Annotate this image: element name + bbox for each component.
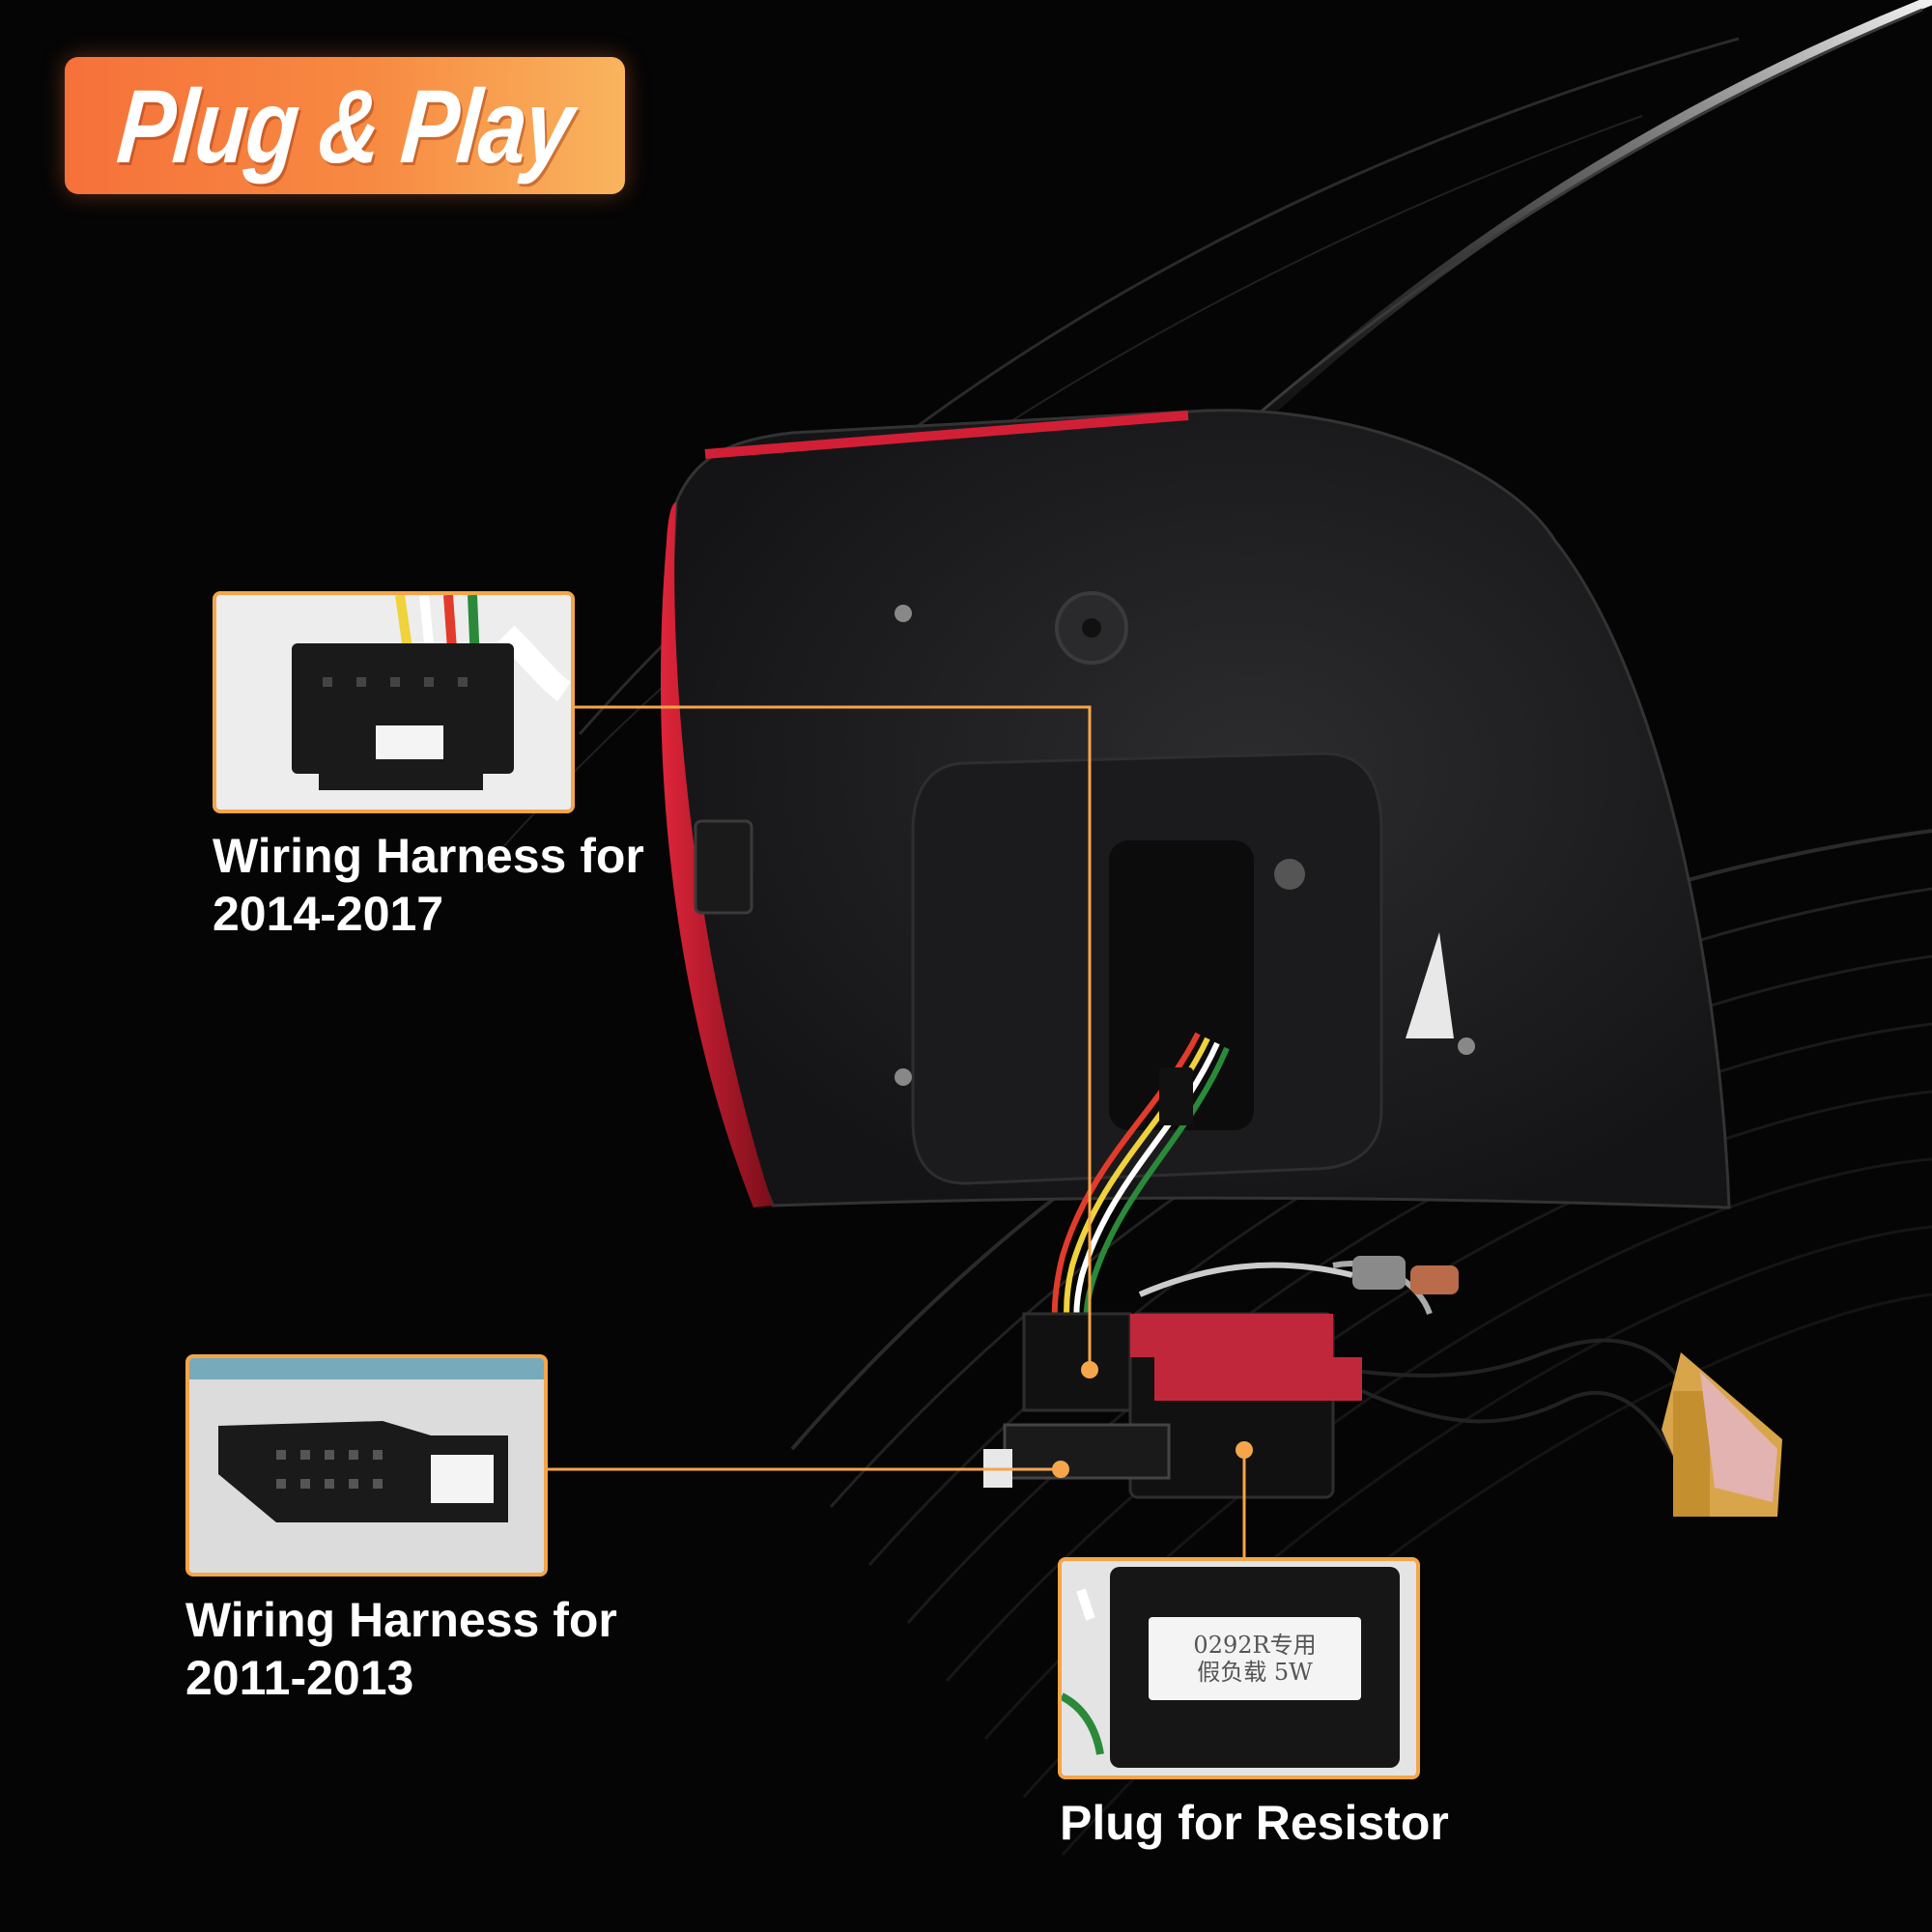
harness-2011-2013-caption: Wiring Harness for 2011-2013 <box>185 1591 617 1707</box>
callout-dots <box>1052 1361 1253 1478</box>
harness-2011-2013-inset <box>185 1354 548 1577</box>
resistor-plug-inset: 0292R专用 假负载 5W <box>1058 1557 1420 1779</box>
resistor-sticker: 0292R专用 假负载 5W <box>1149 1617 1361 1700</box>
taillight-housing <box>661 409 1731 1209</box>
harness-2014-2017-inset <box>213 591 575 813</box>
badge-text: Plug & Play <box>113 67 577 185</box>
connector-photo <box>189 1358 544 1573</box>
caption-line: Wiring Harness for <box>185 1593 617 1647</box>
resistor-plug-caption: Plug for Resistor <box>1060 1794 1449 1852</box>
connector-photo <box>216 595 571 810</box>
sticker-line: 假负载 5W <box>1197 1659 1313 1686</box>
caption-years: 2014-2017 <box>213 887 444 941</box>
callout-lines <box>547 705 1246 1557</box>
harness-2014-2017-caption: Wiring Harness for 2014-2017 <box>213 827 644 943</box>
plug-and-play-badge: Plug & Play <box>65 57 625 194</box>
connectors <box>983 1067 1782 1517</box>
caption-years: 2011-2013 <box>185 1651 414 1705</box>
caption-line: Wiring Harness for <box>213 829 644 883</box>
caption-line: Plug for Resistor <box>1060 1796 1449 1850</box>
sticker-line: 0292R专用 <box>1193 1632 1317 1659</box>
